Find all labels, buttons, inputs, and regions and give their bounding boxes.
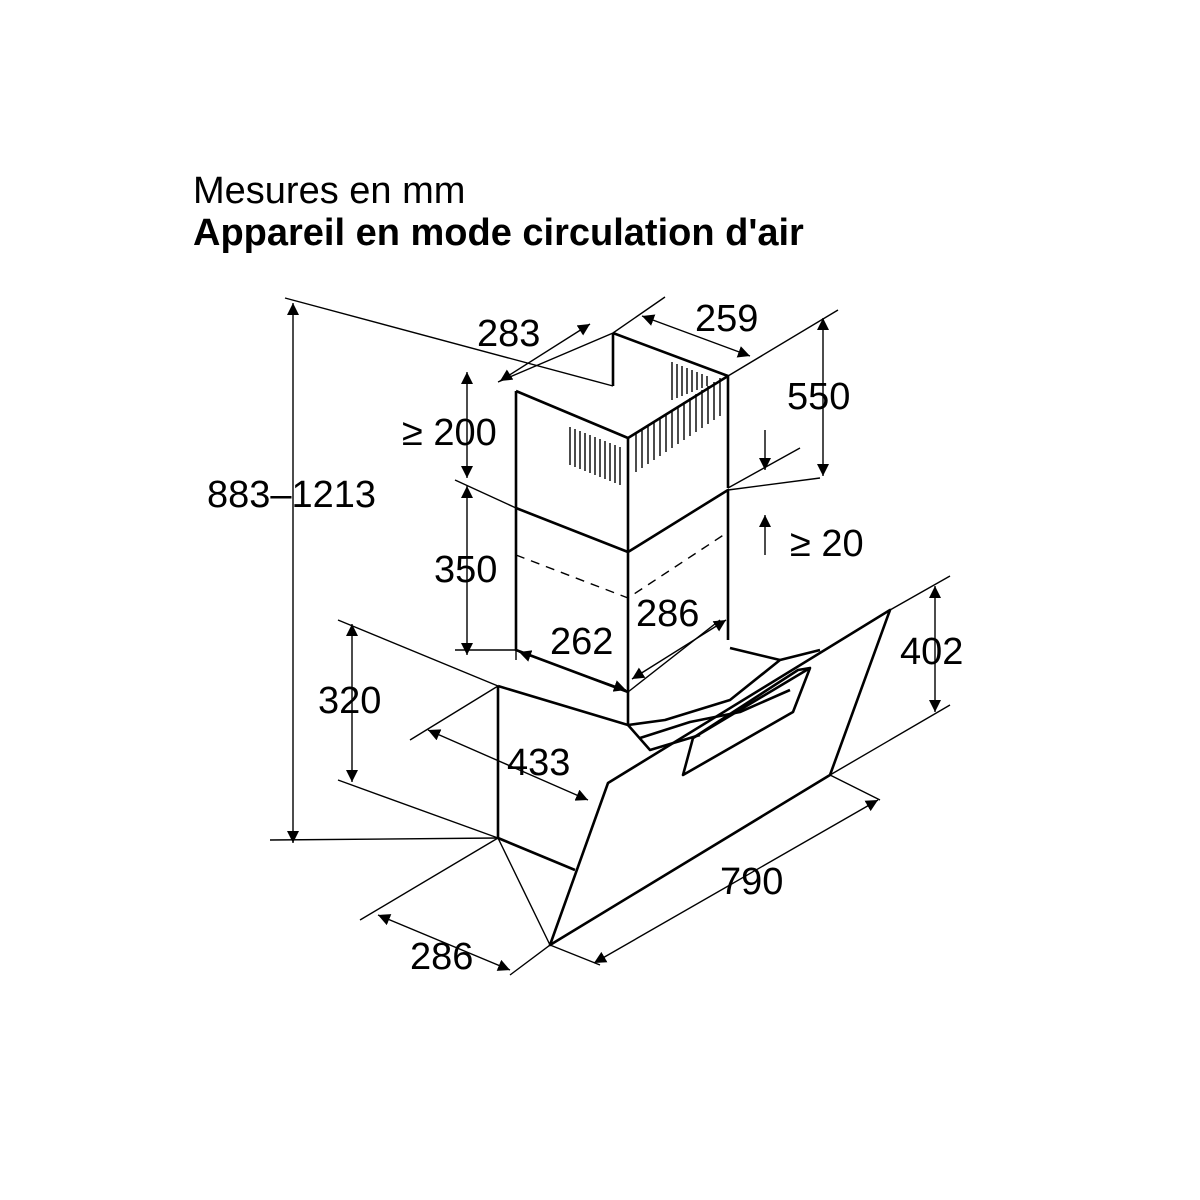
dimension-labels: 883–1213 283 259 550 ≥ 200 ≥ 20 350 262 … [207,298,963,978]
dimension-arrows [287,303,941,971]
label-clearance-overlap: ≥ 20 [790,523,864,565]
vent-slots-back [671,362,708,400]
label-clearance-top: ≥ 200 [402,412,497,454]
arrow-lower-depth [631,619,727,680]
label-top-depth: 283 [477,313,540,355]
arrow-top-width [641,314,751,358]
label-upper-height: 550 [787,376,850,418]
vent-slots-front [569,378,721,485]
arrow-body-depth [427,729,589,801]
diagram-title: Appareil en mode circulation d'air [193,212,804,254]
label-base-depth: 286 [410,936,473,978]
label-body-height: 320 [318,680,381,722]
units-note: Mesures en mm [193,170,466,212]
arrow-base-depth [377,914,511,971]
label-body-depth: 433 [507,742,570,784]
label-hood-width: 790 [720,861,783,903]
label-lower-height: 350 [434,549,497,591]
label-top-width: 259 [695,298,758,340]
arrow-top-depth [499,323,591,382]
label-total-height: 883–1213 [207,474,376,516]
arrow-lower-width [518,650,627,692]
upper-chimney [514,331,730,554]
label-lower-depth: 286 [636,593,699,635]
label-lower-width: 262 [550,621,613,663]
label-front-height: 402 [900,631,963,673]
lower-chimney [514,488,730,725]
arrow-hood-width [593,799,879,964]
